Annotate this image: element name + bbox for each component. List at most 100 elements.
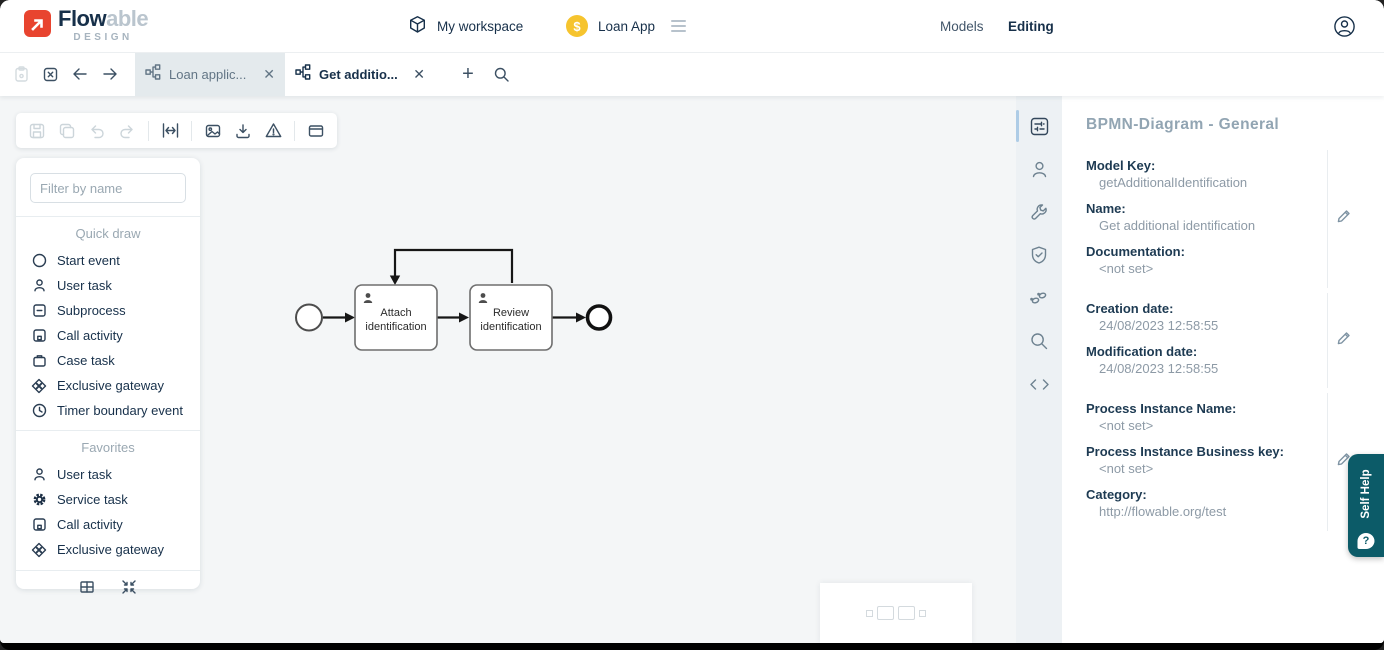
shield-check-icon[interactable] [1028, 244, 1050, 266]
divider [16, 216, 200, 217]
edit-pencil-icon[interactable] [1336, 452, 1351, 472]
field-model-key: Model Key: getAdditionalIdentification [1086, 157, 1315, 191]
loop-sequence-flow[interactable] [393, 248, 514, 283]
workspace-label: My workspace [437, 18, 524, 34]
field-process-instance-name: Process Instance Name: <not set> [1086, 400, 1315, 434]
quick-draw-title: Quick draw [75, 226, 141, 241]
canvas-area[interactable]: Quick draw Start event User task Subproc… [0, 96, 1384, 643]
palette-item-exclusive-gateway[interactable]: Exclusive gateway [16, 373, 200, 398]
fit-width-icon[interactable] [161, 122, 179, 140]
logo-text: Flowable DESIGN [58, 6, 149, 43]
logo-subtitle: DESIGN [73, 32, 133, 43]
field-label: Documentation: [1086, 244, 1185, 259]
favorite-item-exclusive-gateway[interactable]: Exclusive gateway [16, 537, 200, 562]
panel-icon[interactable] [307, 122, 325, 140]
task-label-line1: Review [493, 307, 529, 319]
favorite-item-call-activity[interactable]: Call activity [16, 512, 200, 537]
start-event[interactable] [295, 303, 323, 332]
copy-icon [58, 122, 76, 140]
back-arrow-icon[interactable] [67, 52, 93, 96]
arrowhead [345, 312, 355, 323]
user-task-attach-identification[interactable]: Attach identification [354, 284, 438, 351]
field-documentation: Documentation: <not set> [1086, 243, 1315, 277]
palette-item-user-task[interactable]: User task [16, 273, 200, 298]
redo-icon [118, 122, 136, 140]
end-event[interactable] [585, 304, 613, 331]
palette-item-call-activity[interactable]: Call activity [16, 323, 200, 348]
palette-item-timer-boundary-event[interactable]: Timer boundary event [16, 398, 200, 423]
palette-item-label: Call activity [57, 328, 123, 343]
avatar-icon[interactable] [1332, 14, 1357, 44]
palette-item-label: User task [57, 278, 112, 293]
edit-pencil-icon[interactable] [1336, 331, 1351, 351]
flowable-logo: Flowable DESIGN [24, 6, 149, 43]
arrowhead [576, 312, 586, 323]
app-selector[interactable]: $ Loan App [566, 0, 655, 52]
grid-icon[interactable] [79, 579, 95, 595]
palette-item-label: Call activity [57, 517, 123, 532]
close-tab-icon[interactable]: ✕ [413, 65, 425, 82]
footprints-icon[interactable] [1028, 287, 1050, 309]
self-help-button[interactable]: Self Help ? [1348, 454, 1384, 557]
hamburger-icon[interactable] [671, 20, 686, 32]
top-bar: Flowable DESIGN My workspace $ Loan App … [0, 0, 1384, 53]
bpmn-model-icon [295, 63, 311, 85]
user-task-type-icon [363, 293, 373, 303]
field-name: Name: Get additional identification [1086, 200, 1315, 234]
add-tab-icon[interactable]: + [462, 62, 474, 85]
nav-editing[interactable]: Editing [1008, 18, 1054, 34]
validation-warning-icon[interactable] [264, 122, 282, 140]
forward-arrow-icon[interactable] [97, 52, 123, 96]
nav-models[interactable]: Models [940, 18, 984, 34]
field-label: Process Instance Name: [1086, 401, 1237, 416]
exclusive-gateway-icon [31, 542, 47, 558]
field-label: Category: [1086, 487, 1147, 502]
palette-footer [16, 571, 200, 595]
call-activity-icon [31, 517, 47, 533]
minimap[interactable] [820, 583, 972, 643]
search-tabs-icon[interactable] [488, 52, 514, 96]
field-modification-date: Modification date: 24/08/2023 12:58:55 [1086, 343, 1315, 377]
tab-get-additional[interactable]: Get additio... ✕ [285, 52, 435, 96]
workspace-selector[interactable]: My workspace [408, 0, 523, 52]
tab-label: Loan applic... [169, 66, 247, 82]
code-icon[interactable] [1028, 373, 1050, 395]
search-icon[interactable] [1028, 330, 1050, 352]
field-label: Name: [1086, 201, 1126, 216]
divider [16, 570, 200, 571]
properties-title: BPMN-Diagram - General [1086, 116, 1280, 133]
palette-item-case-task[interactable]: Case task [16, 348, 200, 373]
wrench-icon[interactable] [1028, 201, 1050, 223]
tab-loan-application[interactable]: Loan applic... ✕ [135, 52, 285, 96]
subprocess-icon [31, 303, 47, 319]
filter-input[interactable] [30, 173, 186, 203]
field-creation-date: Creation date: 24/08/2023 12:58:55 [1086, 300, 1315, 334]
divider [16, 430, 200, 431]
favorite-item-service-task[interactable]: Service task [16, 487, 200, 512]
field-label: Model Key: [1086, 158, 1156, 173]
palette-item-start-event[interactable]: Start event [16, 248, 200, 273]
favorite-item-user-task[interactable]: User task [16, 462, 200, 487]
user-task-review-identification[interactable]: Review identification [469, 284, 553, 351]
person-icon[interactable] [1028, 158, 1050, 180]
field-value: 24/08/2023 12:58:55 [1099, 361, 1219, 376]
palette-item-label: Service task [57, 492, 128, 507]
close-tab-icon[interactable]: ✕ [263, 65, 275, 82]
close-all-tabs-icon[interactable] [37, 52, 63, 96]
palette-item-subprocess[interactable]: Subprocess [16, 298, 200, 323]
collapse-icon[interactable] [121, 579, 137, 595]
logo-word-bold: Flow [58, 6, 107, 31]
field-value: <not set> [1099, 461, 1154, 476]
field-category: Category: http://flowable.org/test [1086, 486, 1315, 520]
download-icon[interactable] [234, 122, 252, 140]
undo-icon [88, 122, 106, 140]
user-task-icon [31, 467, 47, 483]
field-value: Get additional identification [1099, 218, 1256, 233]
edit-pencil-icon[interactable] [1336, 209, 1351, 229]
palette-item-label: Subprocess [57, 303, 126, 318]
export-image-icon[interactable] [204, 122, 222, 140]
bpmn-diagram[interactable]: Attach identification Review identificat… [0, 96, 700, 396]
field-label: Process Instance Business key: [1086, 444, 1284, 459]
general-properties-icon[interactable] [1028, 115, 1050, 137]
